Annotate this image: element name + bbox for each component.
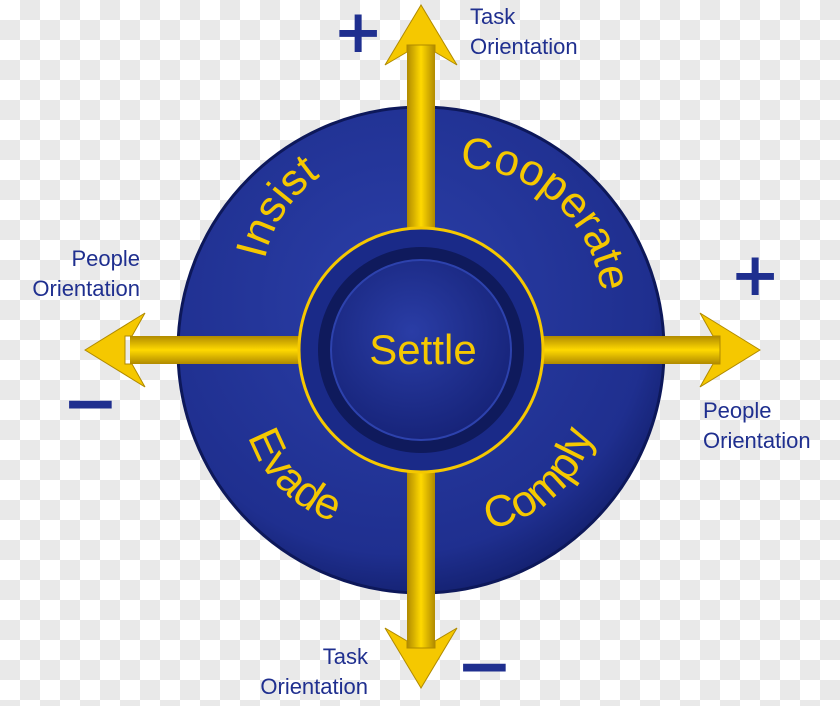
people-right-line1: People: [703, 398, 772, 423]
task-orientation-top-label: Task Orientation: [470, 2, 578, 62]
center-label: Settle: [369, 326, 476, 373]
people-right-sign: +: [730, 240, 781, 310]
task-top-sign: +: [333, 0, 384, 67]
people-orientation-left-label: People Orientation: [0, 244, 140, 304]
people-left-line1: People: [71, 246, 140, 271]
people-left-line2: Orientation: [32, 276, 140, 301]
task-top-line2: Orientation: [470, 34, 578, 59]
task-bottom-line1: Task: [322, 644, 368, 669]
center-button: [330, 259, 512, 441]
task-bottom-line2: Orientation: [260, 674, 368, 699]
task-top-line1: Task: [470, 4, 516, 29]
people-left-sign: −: [62, 364, 119, 443]
task-bottom-sign: −: [456, 627, 513, 706]
people-orientation-right-label: People Orientation: [703, 396, 811, 456]
people-right-line2: Orientation: [703, 428, 811, 453]
task-orientation-bottom-label: Task Orientation: [228, 642, 368, 702]
